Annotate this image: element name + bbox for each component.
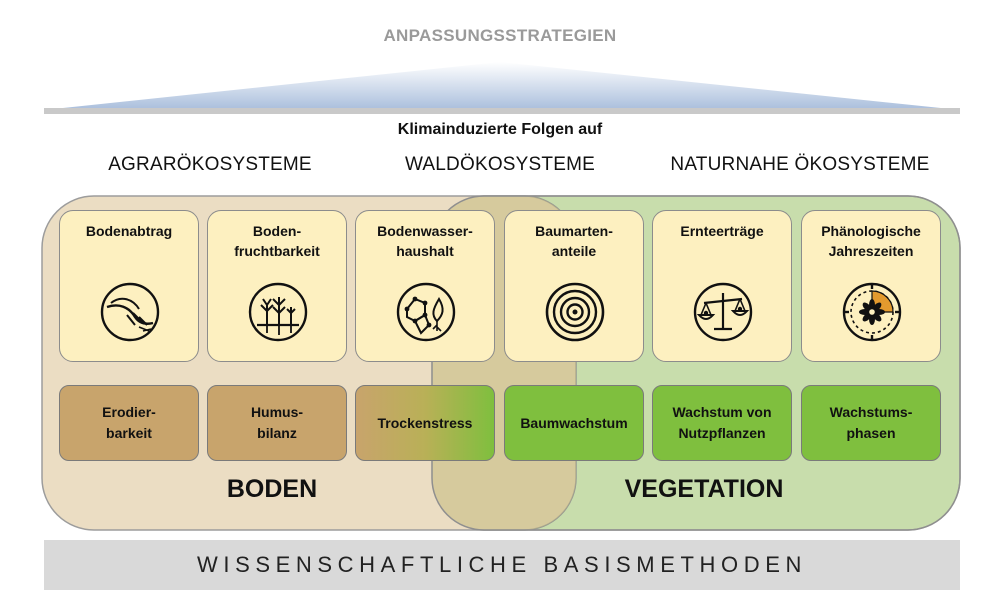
soil-water-icon — [396, 282, 456, 342]
card-bodenfruchtbarkeit: Boden- fruchtbarkeit — [207, 210, 347, 362]
plants-icon — [248, 282, 308, 342]
card-ernteertraege: Ernteerträge — [652, 210, 792, 362]
scale-icon — [693, 282, 753, 342]
region-label-boden: BODEN — [226, 475, 318, 503]
season-clock-icon — [842, 282, 902, 342]
tree-rings-icon — [545, 282, 605, 342]
category-baumwachstum: Baumwachstum — [504, 385, 644, 461]
ecosystem-agrar: AGRARÖKOSYSTEME — [108, 154, 312, 175]
erosion-icon — [100, 282, 160, 342]
category-wachstum-nutzpflanzen: Wachstum von Nutzpflanzen — [652, 385, 792, 461]
ecosystem-wald: WALDÖKOSYSTEME — [404, 154, 596, 175]
region-label-vegetation: VEGETATION — [624, 475, 784, 503]
card-phaenologische-jahreszeiten: Phänologische Jahreszeiten — [801, 210, 941, 362]
base-label: WISSENSCHAFTLICHE BASISMETHODEN — [197, 552, 807, 577]
category-erodierbarkeit: Erodier- barkeit — [59, 385, 199, 461]
roof-shape — [44, 62, 960, 114]
subtitle: Klimainduzierte Folgen auf — [397, 121, 603, 138]
base-bar: WISSENSCHAFTLICHE BASISMETHODEN — [44, 540, 960, 590]
card-label: Phänologische Jahreszeiten — [821, 223, 921, 259]
card-label: Bodenwasser- haushalt — [377, 223, 473, 259]
roof-title: ANPASSUNGSSTRATEGIEN — [383, 26, 617, 45]
category-wachstumsphasen: Wachstums- phasen — [801, 385, 941, 461]
card-bodenwasserhaushalt: Bodenwasser- haushalt — [355, 210, 495, 362]
category-humusbilanz: Humus- bilanz — [207, 385, 347, 461]
ecosystem-naturnah: NATURNAHE ÖKOSYSTEME — [670, 154, 930, 175]
card-label: Boden- fruchtbarkeit — [234, 223, 320, 259]
card-label: Baumarten- anteile — [535, 223, 613, 259]
card-label: Ernteerträge — [680, 223, 764, 239]
card-baumartenanteile: Baumarten- anteile — [504, 210, 644, 362]
card-label: Bodenabtrag — [85, 223, 173, 239]
category-trockenstress: Trockenstress — [355, 385, 495, 461]
card-bodenabtrag: Bodenabtrag — [59, 210, 199, 362]
